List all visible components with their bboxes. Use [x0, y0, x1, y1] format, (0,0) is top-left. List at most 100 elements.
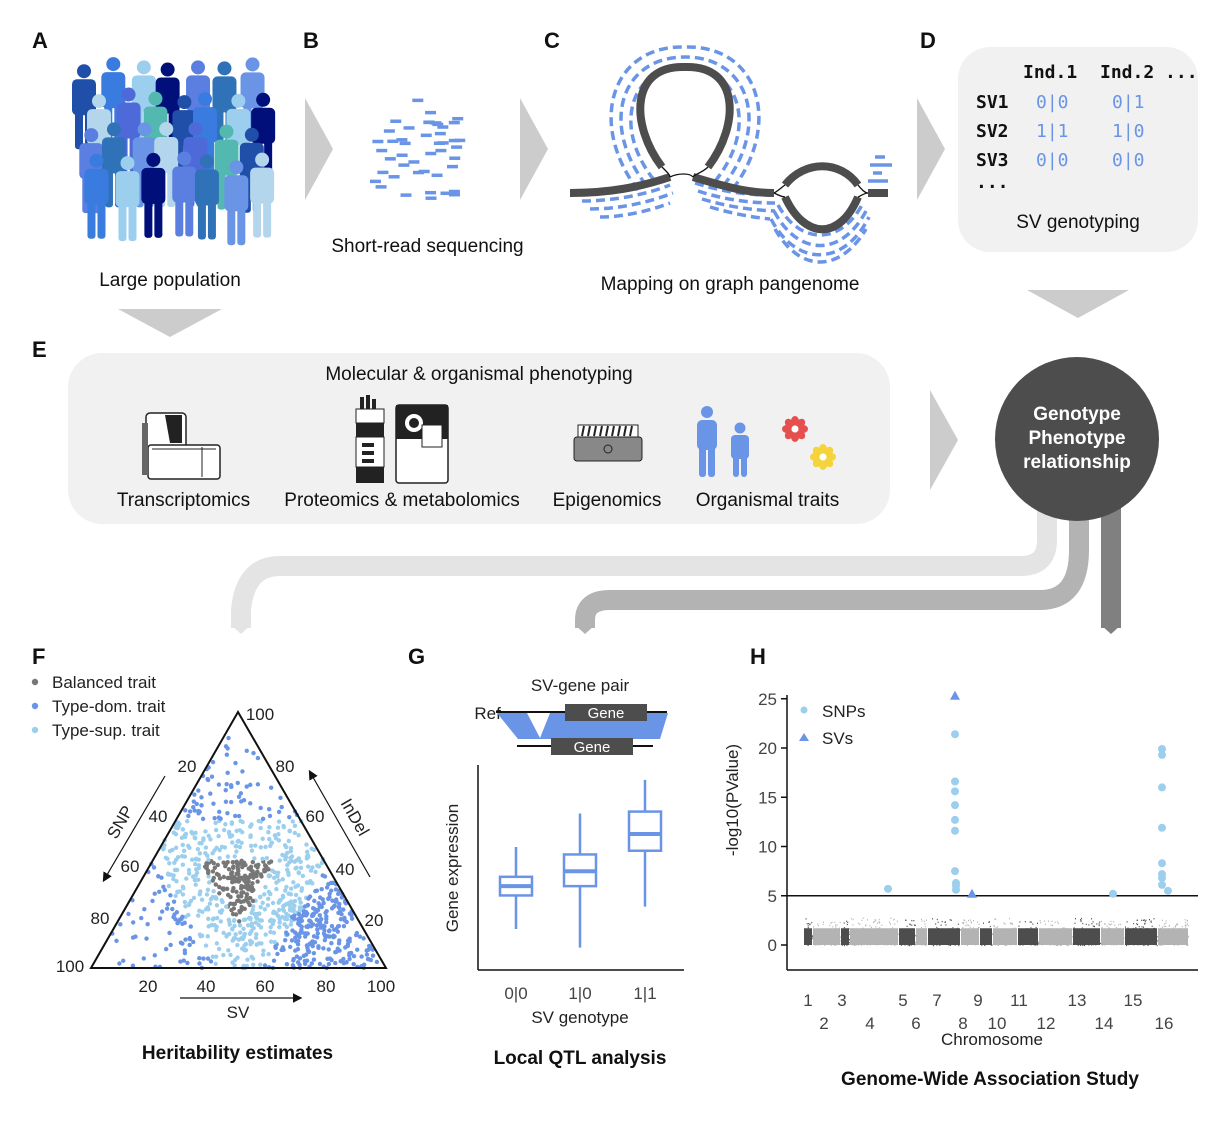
trait-point	[285, 867, 290, 873]
trait-point	[212, 865, 218, 870]
trait-point	[224, 933, 229, 938]
phenotype-item-proteomics: Proteomics & metabolomics	[284, 490, 520, 511]
chromosome-label: 3	[837, 991, 846, 1010]
trait-point	[263, 932, 268, 937]
chromosome-4	[850, 917, 899, 947]
snp-dot	[813, 926, 815, 928]
snp-dot	[923, 920, 925, 923]
trait-point	[312, 906, 317, 912]
chromosome-8	[961, 919, 980, 946]
trait-point	[225, 811, 230, 816]
snp-dot	[1057, 921, 1059, 923]
trait-point	[224, 904, 229, 909]
trait-point	[241, 926, 246, 932]
snp-dot	[1081, 927, 1083, 929]
trait-point	[229, 907, 234, 913]
trait-point	[180, 842, 185, 848]
trait-point	[150, 898, 155, 904]
trait-point	[364, 952, 370, 957]
significant-snp	[951, 787, 959, 796]
trait-point	[277, 924, 282, 930]
snp-dot	[1186, 923, 1188, 925]
trait-point	[359, 954, 364, 959]
snp-dot	[909, 923, 911, 925]
snp-dot	[950, 919, 952, 921]
trait-point	[228, 952, 233, 958]
snp-dot	[970, 922, 972, 924]
snp-dot	[1168, 924, 1170, 927]
trait-point	[331, 904, 336, 909]
snp-dot	[831, 921, 833, 923]
snp-dot	[977, 921, 979, 923]
snp-dot	[851, 917, 853, 920]
trait-point	[261, 948, 266, 953]
trait-point	[199, 897, 205, 902]
trait-point	[200, 816, 206, 822]
snp-dot	[1080, 944, 1082, 947]
snp-dot	[1120, 923, 1122, 926]
snp-dot	[1082, 944, 1084, 947]
trait-point	[234, 861, 240, 866]
trait-point	[319, 886, 324, 892]
trait-point	[186, 813, 191, 819]
snp-density	[993, 928, 1017, 945]
snp-dot	[1081, 917, 1083, 920]
arrow-right-a-to-b	[305, 98, 333, 200]
snp-dot	[1030, 921, 1032, 923]
trait-point	[292, 830, 298, 836]
snp-dot	[889, 923, 891, 925]
x-axis-label: SV genotype	[531, 1008, 628, 1027]
sequencer-icon	[142, 412, 221, 480]
significant-snp	[1158, 874, 1166, 883]
trait-point	[231, 936, 237, 941]
chromosome-12	[1039, 919, 1073, 947]
trait-point	[238, 899, 244, 905]
chromosome-label: 7	[932, 991, 941, 1010]
tick-label-snp: 60	[121, 857, 140, 876]
trait-point	[304, 842, 309, 847]
trait-point	[165, 871, 171, 876]
snp-dot	[1184, 924, 1186, 927]
panel-label-d: D	[920, 28, 936, 53]
trait-point	[221, 930, 226, 936]
chromosome-2	[813, 921, 841, 946]
trait-point	[300, 873, 306, 879]
snp-dot	[1137, 923, 1139, 926]
trait-point	[177, 889, 183, 894]
trait-point	[288, 922, 294, 927]
trait-point	[285, 862, 290, 868]
trait-point	[205, 887, 211, 893]
tick-label-snp: 80	[91, 909, 110, 928]
trait-point	[248, 801, 253, 806]
snp-dot	[1144, 920, 1146, 923]
snp-dot	[993, 924, 995, 927]
box-1	[562, 813, 598, 948]
snp-density	[1101, 928, 1124, 945]
trait-point	[192, 792, 197, 797]
snp-dot	[962, 921, 964, 924]
trait-point	[272, 875, 277, 880]
trait-point	[231, 864, 236, 869]
legend-marker-snps	[800, 706, 808, 714]
significant-snp	[1158, 880, 1166, 889]
trait-point	[166, 883, 172, 889]
trait-point	[263, 884, 268, 890]
trait-point	[206, 874, 211, 879]
trait-point	[216, 833, 221, 839]
snp-dot	[1050, 924, 1052, 926]
trait-point	[223, 799, 229, 804]
caption-short-read-sequencing: Short-read sequencing	[331, 236, 524, 257]
trait-point	[260, 856, 265, 862]
caption-graph-pangenome: Mapping on graph pangenome	[600, 274, 860, 295]
chromosome-label: 9	[973, 991, 982, 1010]
snp-dot	[1104, 923, 1106, 925]
snp-dot	[998, 944, 1000, 947]
trait-point	[288, 899, 294, 904]
trait-point	[213, 820, 218, 826]
snp-dot	[869, 925, 871, 927]
snp-density	[1158, 928, 1188, 945]
trait-point	[325, 956, 330, 961]
trait-point	[245, 923, 251, 928]
trait-point	[161, 847, 166, 852]
